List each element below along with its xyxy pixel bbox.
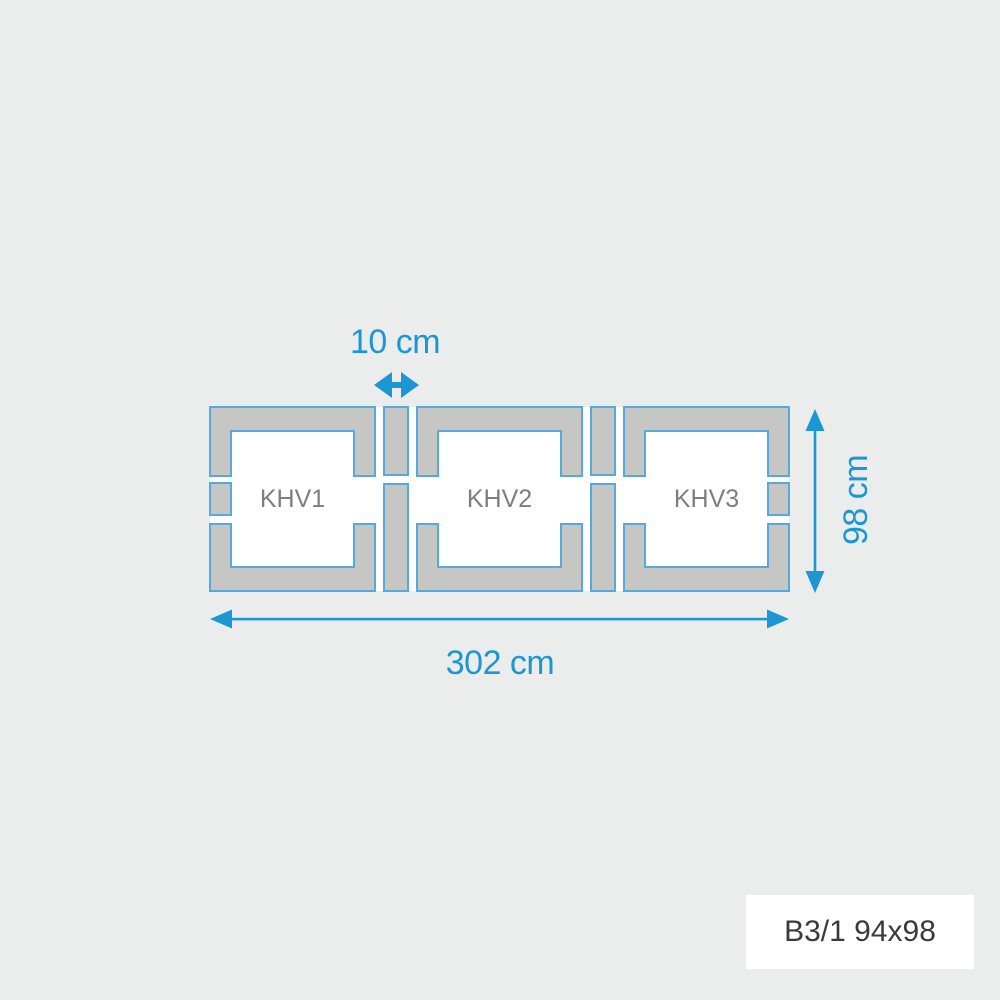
frame-khv3: [623, 406, 790, 592]
frame-khv2: [416, 406, 583, 592]
width-dimension-label: 302 cm: [445, 644, 555, 682]
gap-dimension-label: 10 cm: [349, 323, 441, 361]
product-label-text: B3/1 94x98: [784, 915, 936, 948]
top-flashing-piece: [416, 406, 583, 477]
top-flashing-piece: [209, 406, 376, 477]
top-flashing-piece: [623, 406, 790, 477]
side-flashing-piece-right: [767, 482, 790, 516]
figure-background: [210, 407, 789, 591]
frame-khv1-label: KHV1: [259, 485, 326, 513]
side-flashing-piece-left: [209, 482, 232, 516]
width-dimension-arrow-icon: [210, 609, 789, 629]
divider-strip-top: [383, 406, 409, 476]
frame-khv2-label: KHV2: [466, 485, 533, 513]
bottom-flashing-piece: [209, 523, 376, 592]
bottom-flashing-piece: [416, 523, 583, 592]
divider-strip-bottom: [590, 483, 616, 592]
height-dimension-arrow-icon: [805, 409, 825, 593]
divider-strip-top: [590, 406, 616, 476]
gap-dimension-arrow-icon: [374, 372, 419, 398]
height-dimension-label: 98 cm: [837, 454, 875, 546]
divider-strip-bottom: [383, 483, 409, 592]
bottom-flashing-piece: [623, 523, 790, 592]
divider-2: [590, 406, 616, 592]
frame-khv3-label: KHV3: [673, 485, 740, 513]
product-label-box: B3/1 94x98: [746, 895, 974, 969]
divider-1: [383, 406, 409, 592]
frame-khv1: [209, 406, 376, 592]
